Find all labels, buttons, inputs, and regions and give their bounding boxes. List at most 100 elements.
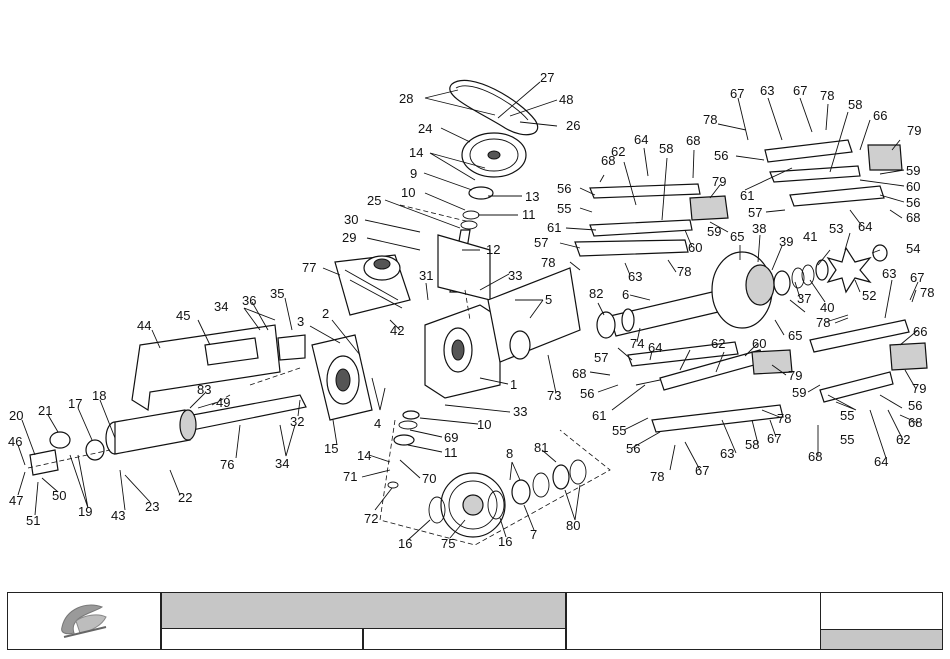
callout-12: 12 (486, 242, 500, 257)
callout-56-ur2: 56 (906, 195, 920, 210)
callout-35: 35 (270, 286, 284, 301)
callout-71: 71 (343, 469, 357, 484)
callout-63-mr: 63 (882, 266, 896, 281)
callout-67-ur2: 67 (793, 83, 807, 98)
callout-11-bottom: 11 (444, 445, 458, 460)
callout-37: 37 (797, 291, 811, 306)
callout-60-ur: 60 (906, 179, 920, 194)
callout-45: 45 (176, 308, 190, 323)
callout-78-ur2: 78 (703, 112, 717, 127)
title-middle-cell (566, 593, 821, 649)
callout-22: 22 (178, 490, 192, 505)
callout-14-top: 14 (409, 145, 423, 160)
title-right-band (821, 629, 942, 649)
callout-67-ll: 67 (767, 431, 781, 446)
callout-13: 13 (525, 189, 539, 204)
callout-56-ll2: 56 (626, 441, 640, 456)
callout-78-mr: 78 (920, 285, 934, 300)
callout-6: 6 (622, 287, 629, 302)
exploded-parts-diagram: 27 28 48 26 24 14 9 13 10 11 25 30 29 12… (8, 70, 934, 551)
callout-34-bottom: 34 (275, 456, 289, 471)
callout-80: 80 (566, 518, 580, 533)
callout-62-ll: 62 (711, 336, 725, 351)
callout-68-ll: 68 (572, 366, 586, 381)
callout-5: 5 (545, 292, 552, 307)
callout-31: 31 (419, 268, 433, 283)
leader-lines (17, 81, 919, 541)
callout-32: 32 (290, 414, 304, 429)
callout-57-ul: 57 (534, 235, 548, 250)
callout-49: 49 (216, 395, 230, 410)
callout-56-lr: 56 (908, 398, 922, 413)
callout-64-ul: 64 (634, 132, 648, 147)
callout-57-ll: 57 (594, 350, 608, 365)
callout-59-ul: 59 (707, 224, 721, 239)
callout-11-top: 11 (522, 207, 536, 222)
callout-83: 83 (197, 382, 211, 397)
callout-67-ll2: 67 (695, 463, 709, 478)
callout-18: 18 (92, 388, 106, 403)
callout-55-ul: 55 (557, 201, 571, 216)
title-right-cell (821, 593, 942, 629)
callout-labels: 27 28 48 26 24 14 9 13 10 11 25 30 29 12… (8, 70, 934, 551)
callout-23: 23 (145, 499, 159, 514)
title-band (161, 593, 566, 629)
title-block (7, 592, 943, 650)
callout-52: 52 (862, 288, 876, 303)
callout-79-ur: 79 (907, 123, 921, 138)
callout-17: 17 (68, 396, 82, 411)
callout-82: 82 (589, 286, 603, 301)
callout-68-lr2: 68 (908, 415, 922, 430)
callout-30: 30 (344, 212, 358, 227)
callout-25: 25 (367, 193, 381, 208)
callout-3: 3 (297, 314, 304, 329)
callout-38: 38 (752, 221, 766, 236)
callout-72: 72 (364, 511, 378, 526)
callout-24: 24 (418, 121, 432, 136)
company-logo-icon (61, 604, 107, 638)
callout-40: 40 (820, 300, 834, 315)
callout-60-ul: 60 (688, 240, 702, 255)
callout-48: 48 (559, 92, 573, 107)
callout-29: 29 (342, 230, 356, 245)
callout-68-ur: 68 (906, 210, 920, 225)
callout-61-ur: 61 (740, 188, 754, 203)
callout-68-ul2: 68 (686, 133, 700, 148)
callout-54: 54 (906, 241, 920, 256)
callout-78-ur: 78 (820, 88, 834, 103)
callout-79-ll: 79 (788, 368, 802, 383)
callout-33-bottom: 33 (513, 404, 527, 419)
callout-78-ll: 78 (777, 411, 791, 426)
callout-78-ul2: 78 (677, 264, 691, 279)
callout-19: 19 (78, 504, 92, 519)
callout-53: 53 (829, 221, 843, 236)
callout-66-lr: 66 (913, 324, 927, 339)
callout-51: 51 (26, 513, 40, 528)
callout-8: 8 (506, 446, 513, 461)
callout-55-ll: 55 (612, 423, 626, 438)
callout-56-ur: 56 (714, 148, 728, 163)
callout-67-ur: 67 (730, 86, 744, 101)
callout-55-lr: 55 (840, 408, 854, 423)
callout-26: 26 (566, 118, 580, 133)
callout-36: 36 (242, 293, 256, 308)
callout-41: 41 (803, 229, 817, 244)
callout-16-right: 16 (498, 534, 512, 549)
callout-55-lr2: 55 (840, 432, 854, 447)
callout-62-lr: 62 (896, 432, 910, 447)
parts-drawing (27, 79, 928, 546)
callout-33-top: 33 (508, 268, 522, 283)
callout-68-ul: 68 (601, 153, 615, 168)
callout-58-ur: 58 (848, 97, 862, 112)
callout-77: 77 (302, 260, 316, 275)
callout-44: 44 (137, 318, 151, 333)
callout-27: 27 (540, 70, 554, 85)
callout-58-ul: 58 (659, 141, 673, 156)
callout-10-top: 10 (401, 185, 415, 200)
callout-7: 7 (530, 527, 537, 542)
callout-39: 39 (779, 234, 793, 249)
callout-62-ul: 62 (611, 144, 625, 159)
callout-4: 4 (374, 416, 381, 431)
callout-47: 47 (9, 493, 23, 508)
callout-16-left: 16 (398, 536, 412, 551)
